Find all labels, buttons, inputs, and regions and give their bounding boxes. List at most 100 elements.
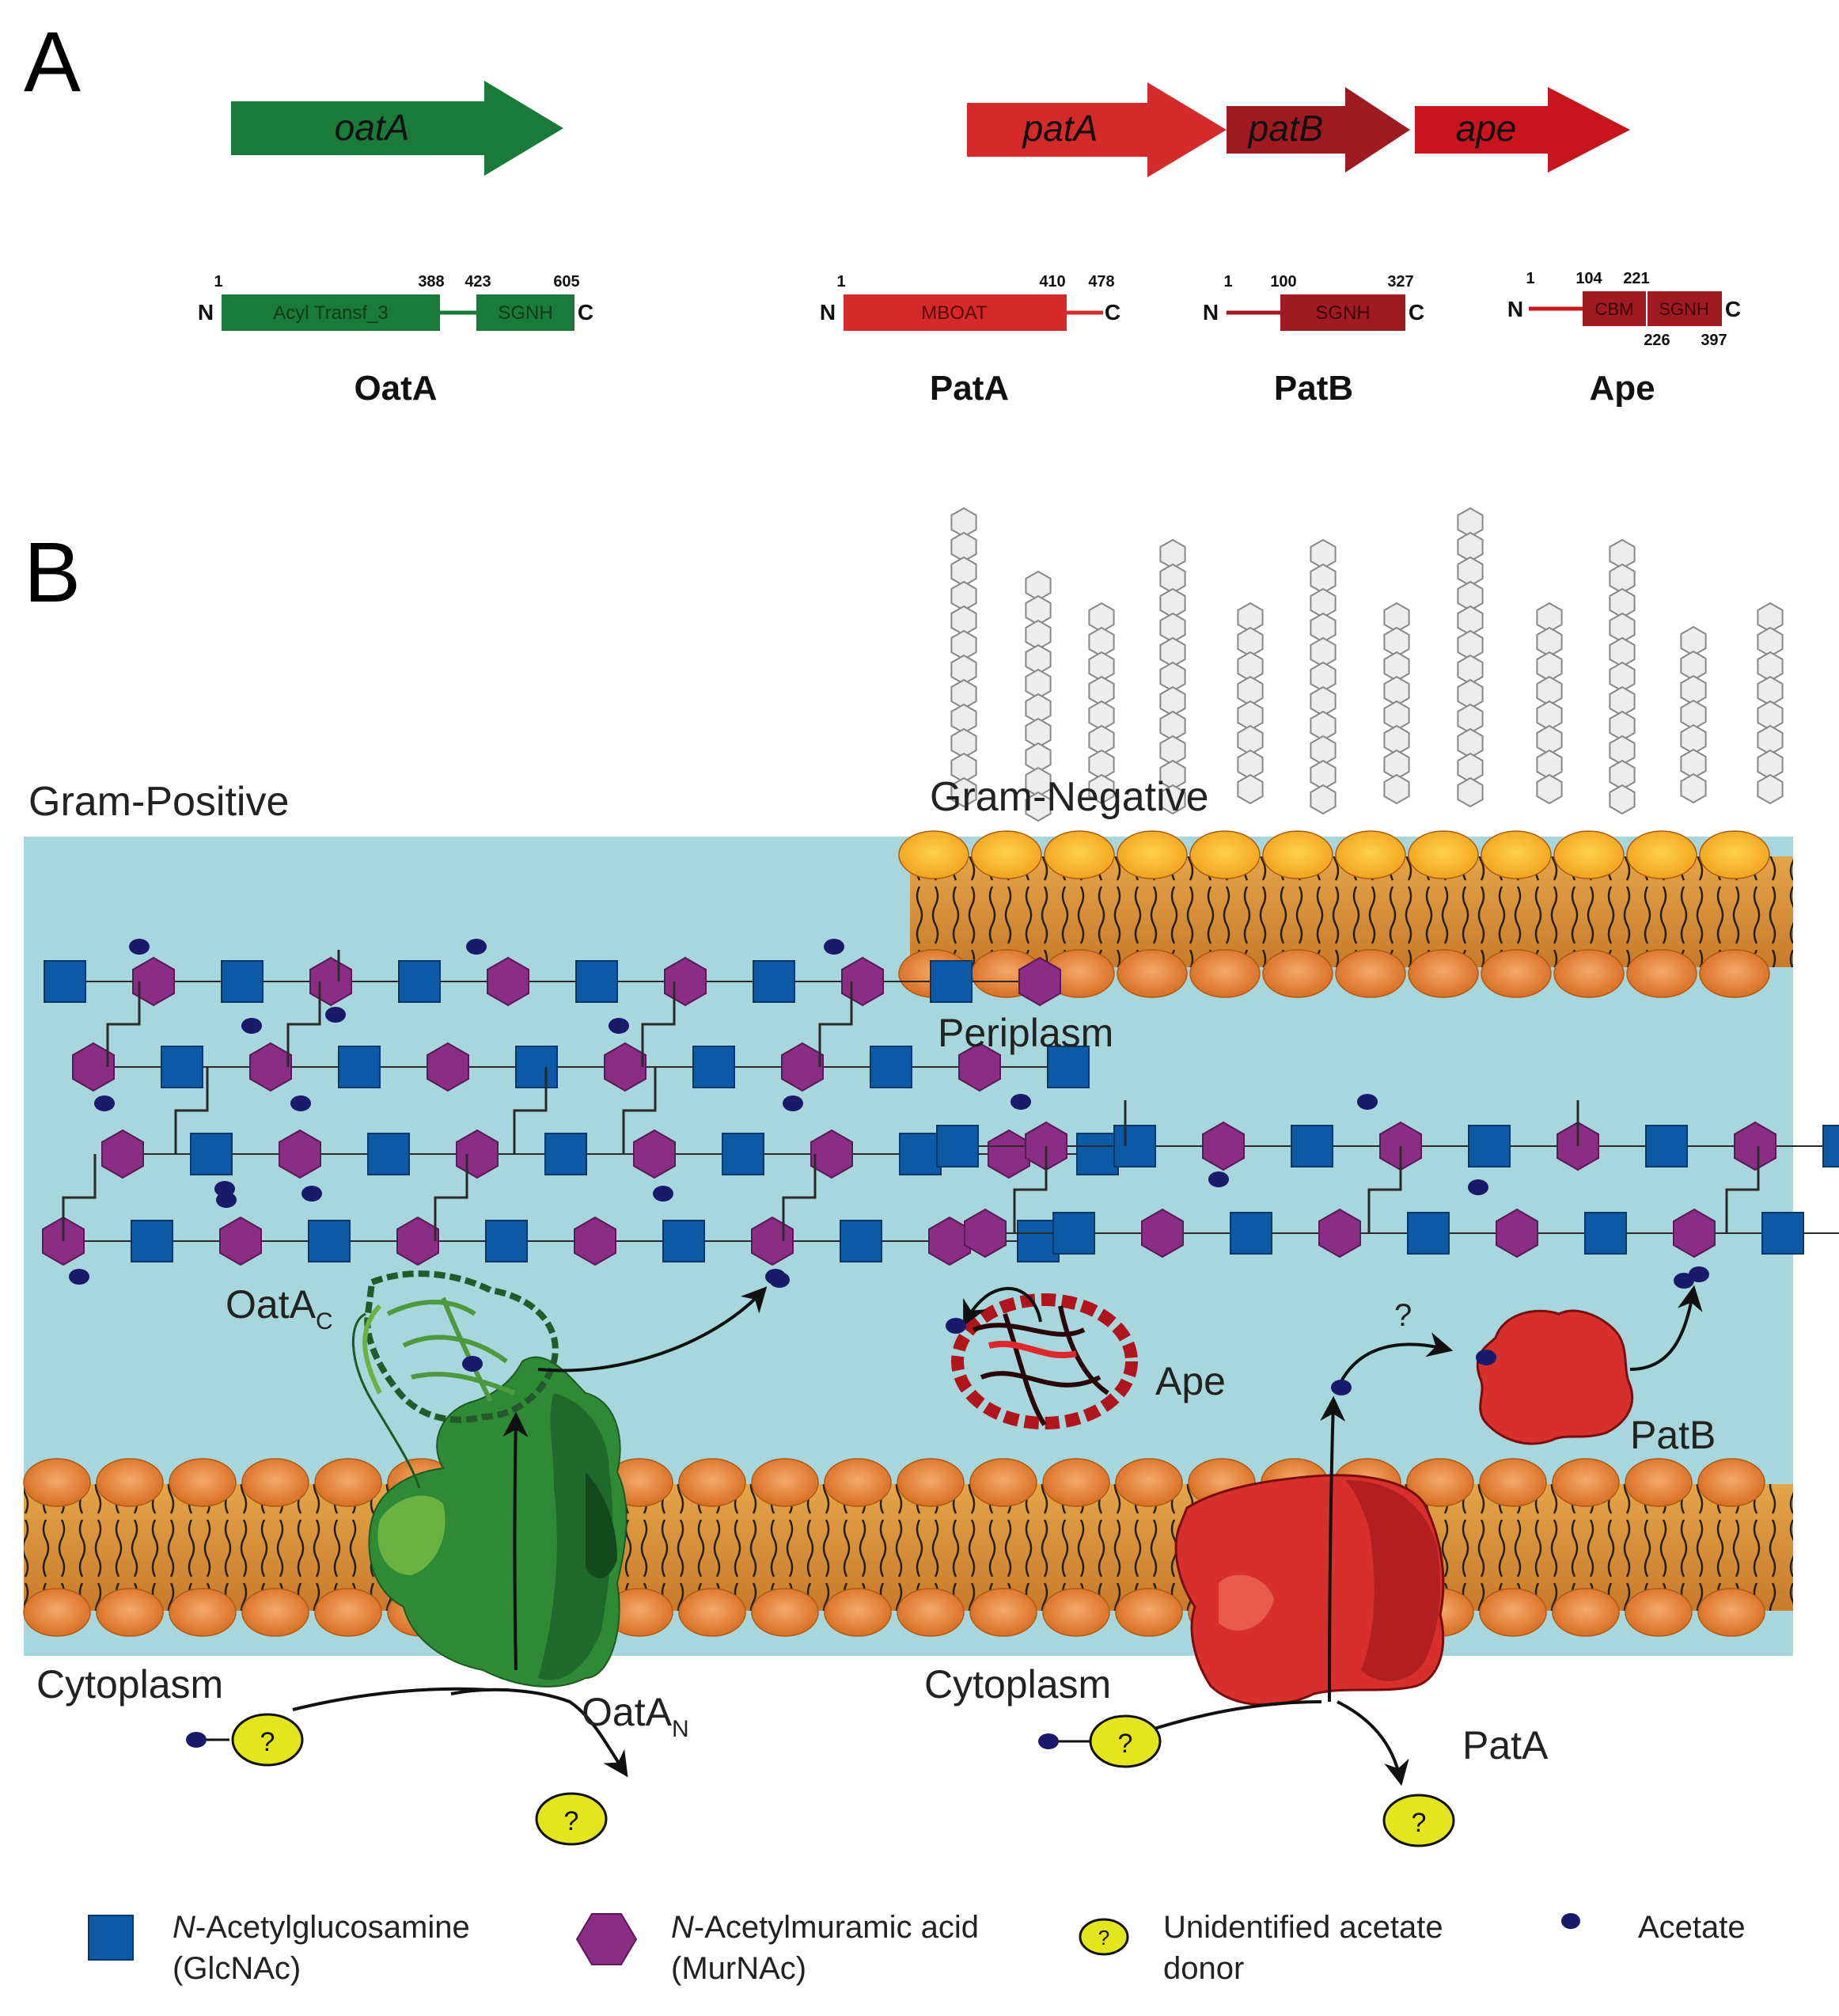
gram-negative-label: Gram-Negative <box>930 774 1209 820</box>
glcnac-unit <box>1230 1212 1272 1255</box>
lipid-head <box>824 1458 892 1507</box>
glcnac-unit <box>840 1220 882 1262</box>
lipid-head <box>1408 830 1479 879</box>
oata-domain-map: 1 388 423 605 N C Acyl Transf_3 SGNH Oat… <box>198 273 593 408</box>
lipid-head <box>1189 830 1261 879</box>
acetate-group <box>129 939 150 955</box>
pata-domain-mboat: MBOAT <box>921 302 988 324</box>
lps-chains <box>950 507 1784 822</box>
oata-name: OatA <box>354 369 437 408</box>
oata-protein <box>368 1356 628 1688</box>
svg-text:?: ? <box>1098 1926 1109 1950</box>
ape-name: Ape <box>1589 369 1655 408</box>
legend-glcnac-text: N-Acetylglucosamine <box>173 1910 470 1945</box>
svg-text:N: N <box>198 300 214 325</box>
svg-text:1: 1 <box>1526 270 1534 287</box>
murnac-unit <box>633 1129 676 1179</box>
lipid-head <box>1406 1458 1474 1507</box>
glcnac-unit <box>936 1125 979 1167</box>
lipid-head <box>23 1588 91 1637</box>
pata-domain-map: 1 410 478 N C MBOAT PatA <box>820 273 1120 408</box>
acetate-group <box>69 1269 89 1285</box>
lps-sugar <box>950 776 977 808</box>
glcnac-unit <box>515 1046 558 1088</box>
svg-text:?: ? <box>1118 1729 1133 1759</box>
lipid-head <box>314 1458 382 1507</box>
murnac-unit <box>132 956 175 1007</box>
lipid-head <box>1408 949 1479 998</box>
svg-text:397: 397 <box>1701 332 1727 349</box>
lps-sugar <box>1680 773 1707 804</box>
outer-membrane <box>898 830 1793 998</box>
lipid-head <box>169 1458 237 1507</box>
glcnac-unit <box>131 1220 173 1262</box>
lipid-head <box>314 1588 382 1637</box>
lipid-head <box>1626 830 1697 879</box>
glcnac-unit <box>1076 1133 1119 1175</box>
murnac-unit <box>781 1042 824 1092</box>
lipid-head <box>1042 1588 1110 1637</box>
svg-text:N: N <box>820 300 836 325</box>
glcnac-unit <box>899 1133 942 1175</box>
murnac-unit <box>1673 1208 1716 1259</box>
murnac-unit <box>1202 1121 1245 1171</box>
lipid-head <box>1552 1458 1620 1507</box>
svg-text:?: ? <box>260 1727 275 1757</box>
oata-domain-acyl: Acyl Transf_3 <box>273 302 388 324</box>
patb-name: PatB <box>1274 369 1353 408</box>
svg-text:?: ? <box>1412 1808 1427 1838</box>
murnac-unit <box>279 1129 321 1179</box>
peptide-crosslink <box>434 1154 468 1241</box>
glcnac-unit <box>1291 1125 1333 1167</box>
lipid-head <box>678 1458 746 1507</box>
glcnac-unit <box>1017 1220 1060 1262</box>
acetate-group <box>1208 1171 1229 1187</box>
lipid-head <box>1335 830 1406 879</box>
ape-protein-label: Ape <box>1155 1359 1226 1403</box>
glcnac-unit <box>753 960 795 1003</box>
lipid-head <box>1552 1588 1620 1637</box>
glcnac-unit <box>1052 1212 1095 1255</box>
acetate-group <box>301 1186 322 1202</box>
lipid-head <box>1117 830 1188 879</box>
oatan-label: OatAN <box>582 1690 689 1742</box>
lipid-head <box>1335 949 1406 998</box>
lipid-head <box>1699 830 1770 879</box>
glcnac-unit <box>1584 1212 1627 1255</box>
lipid-head <box>751 1458 819 1507</box>
panel-b-label: B <box>24 524 81 620</box>
lps-sugar <box>1237 773 1264 805</box>
oata-c-domain <box>362 1270 559 1423</box>
murnac-unit <box>427 1042 469 1092</box>
peptide-crosslink <box>286 981 321 1067</box>
patb-domain-sgnh: SGNH <box>1315 302 1370 324</box>
lipid-head <box>1479 1458 1547 1507</box>
svg-text:327: 327 <box>1387 273 1413 290</box>
svg-text:N: N <box>1507 297 1523 321</box>
murnac-unit <box>1318 1208 1361 1259</box>
gene-oata-label: oatA <box>335 107 410 148</box>
peptide-crosslink <box>174 1067 209 1154</box>
lipid-head <box>1699 949 1770 998</box>
acetate-donors: ? ? ? ? <box>186 1713 1455 1847</box>
lipid-head <box>169 1588 237 1637</box>
lipid-head <box>898 830 969 879</box>
acetate-group <box>653 1186 673 1202</box>
lipid-head <box>23 1458 91 1507</box>
svg-text:423: 423 <box>464 273 491 290</box>
legend-donor-icon <box>1079 1918 1129 1956</box>
panel-a-label: A <box>24 13 81 109</box>
murnac-unit <box>574 1216 616 1266</box>
murnac-unit <box>249 1042 292 1092</box>
lipid-head <box>678 1588 746 1637</box>
murnac-unit <box>810 1129 853 1179</box>
glcnac-unit <box>308 1220 351 1262</box>
lipid-head <box>96 1458 164 1507</box>
murnac-unit <box>604 1042 646 1092</box>
ape-domain-map: 1 104 221 N C CBM SGNH 226 397 Ape <box>1507 270 1741 408</box>
gram-positive-label: Gram-Positive <box>28 779 289 825</box>
peptide-crosslink <box>1367 1146 1402 1233</box>
murnac-unit <box>487 956 529 1007</box>
gene-ape-arrow: ape <box>1415 87 1630 173</box>
